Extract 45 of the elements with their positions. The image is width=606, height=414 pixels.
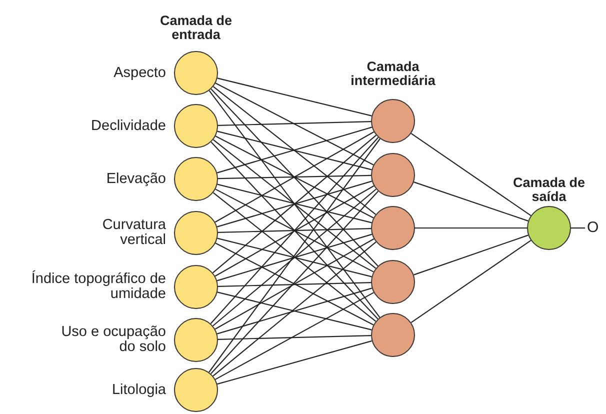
connection-line (415, 227, 527, 229)
input-neuron (174, 318, 218, 362)
hidden-neuron (371, 153, 415, 197)
connection-line (212, 86, 376, 215)
input-label: Litologia (110, 382, 166, 398)
connection-line (217, 78, 372, 116)
input-neuron (174, 265, 218, 309)
input-neuron (174, 51, 218, 95)
connection-line (217, 340, 372, 385)
hidden-neuron (371, 313, 415, 357)
input-label: Curvatura vertical (101, 218, 166, 248)
output-neuron (527, 206, 571, 250)
connection-line (218, 121, 372, 126)
connection-line (571, 227, 585, 229)
connection-line (218, 335, 372, 340)
input-label: Uso e ocupação do solo (60, 325, 166, 355)
connection-line (410, 240, 532, 323)
connection-line (218, 282, 372, 287)
input-label: Índice topográfico de umidade (31, 272, 166, 302)
hidden-neuron (371, 260, 415, 304)
input-label: Aspecto (112, 66, 166, 80)
layer-heading: Camada de saída (512, 176, 586, 204)
layer-heading: Camada de entrada (158, 14, 234, 42)
hidden-neuron (371, 99, 415, 143)
input-neuron (174, 104, 218, 148)
connection-line (212, 242, 376, 376)
connection-line (210, 88, 378, 266)
connection-line (218, 174, 372, 180)
connection-line (414, 182, 528, 222)
connection-line (218, 228, 372, 233)
layer-heading: Camada intermediária (350, 60, 436, 88)
input-neuron (174, 157, 218, 201)
connection-line (414, 234, 528, 276)
output-label: O (587, 220, 599, 236)
input-label: Elevação (105, 172, 166, 186)
input-neuron (174, 368, 218, 412)
connection-line (410, 133, 532, 216)
input-label: Declividade (90, 118, 166, 134)
connection-line (208, 90, 380, 318)
connection-line (210, 190, 379, 374)
input-neuron (174, 211, 218, 255)
connection-line (215, 82, 374, 166)
connection-line (215, 292, 374, 380)
hidden-neuron (371, 206, 415, 250)
connection-line (208, 138, 380, 373)
